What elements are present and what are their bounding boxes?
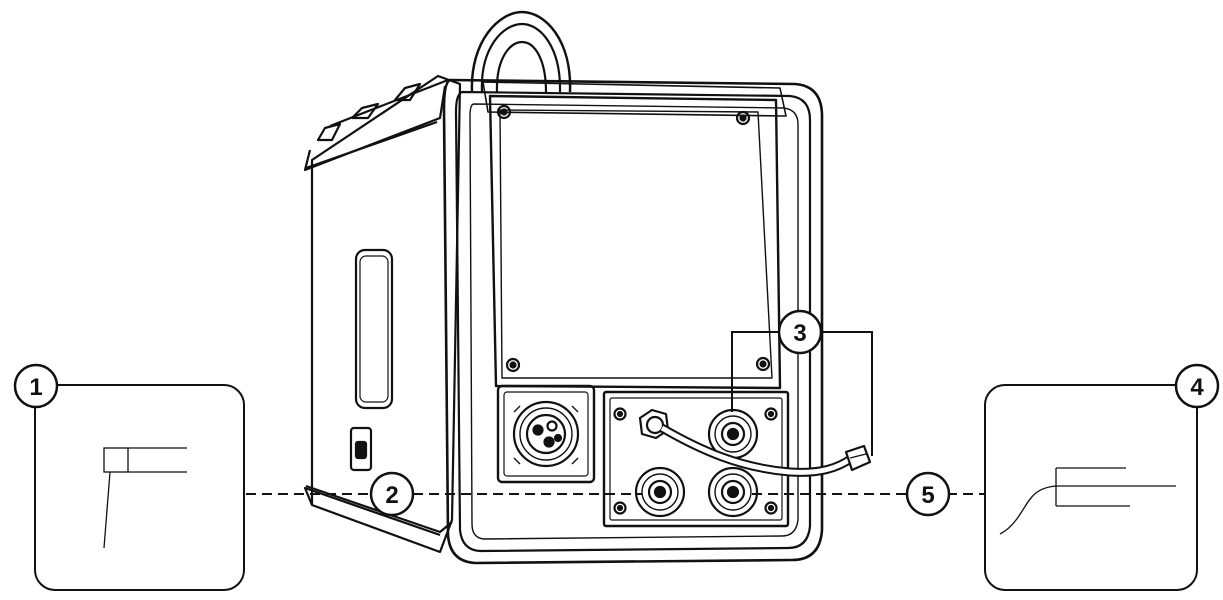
detail-box-torch — [34, 384, 245, 591]
callout-3: 3 — [777, 309, 823, 355]
callout-4-number: 4 — [1190, 374, 1204, 401]
control-socket-panel — [496, 384, 596, 484]
screw — [735, 110, 751, 126]
welding-machine — [303, 10, 872, 565]
detail-box-ground-cable — [984, 384, 1198, 591]
control-socket-pin — [532, 424, 544, 436]
upper-panel — [482, 81, 787, 390]
callout-2-number: 2 — [385, 482, 398, 509]
leader-lines — [246, 331, 985, 495]
screw — [755, 356, 771, 372]
screw — [764, 501, 778, 515]
screw — [496, 104, 512, 120]
callout-3-number: 3 — [793, 320, 806, 347]
socket-lower-left — [634, 466, 686, 518]
screw — [764, 407, 778, 421]
callout-1-number: 1 — [29, 374, 42, 401]
callout-5-number: 5 — [921, 482, 934, 509]
side-window — [354, 248, 394, 410]
screw — [505, 357, 521, 373]
rear-face-frame — [442, 78, 824, 565]
gas-hose — [659, 424, 872, 477]
screw — [613, 407, 627, 421]
callout-5: 5 — [905, 471, 951, 517]
screw — [613, 501, 627, 515]
side-switch — [349, 426, 373, 472]
torch-icon — [103, 447, 187, 549]
callout-4: 4 — [1174, 363, 1220, 409]
carry-handle — [470, 10, 572, 93]
leader-line-3 — [731, 331, 780, 412]
ground-cable-icon — [999, 467, 1176, 535]
connection-panel — [602, 390, 790, 528]
callout-1: 1 — [13, 363, 59, 409]
callout-2: 2 — [369, 471, 415, 517]
left-side-panel — [303, 74, 462, 554]
socket-lower-right — [707, 466, 759, 518]
